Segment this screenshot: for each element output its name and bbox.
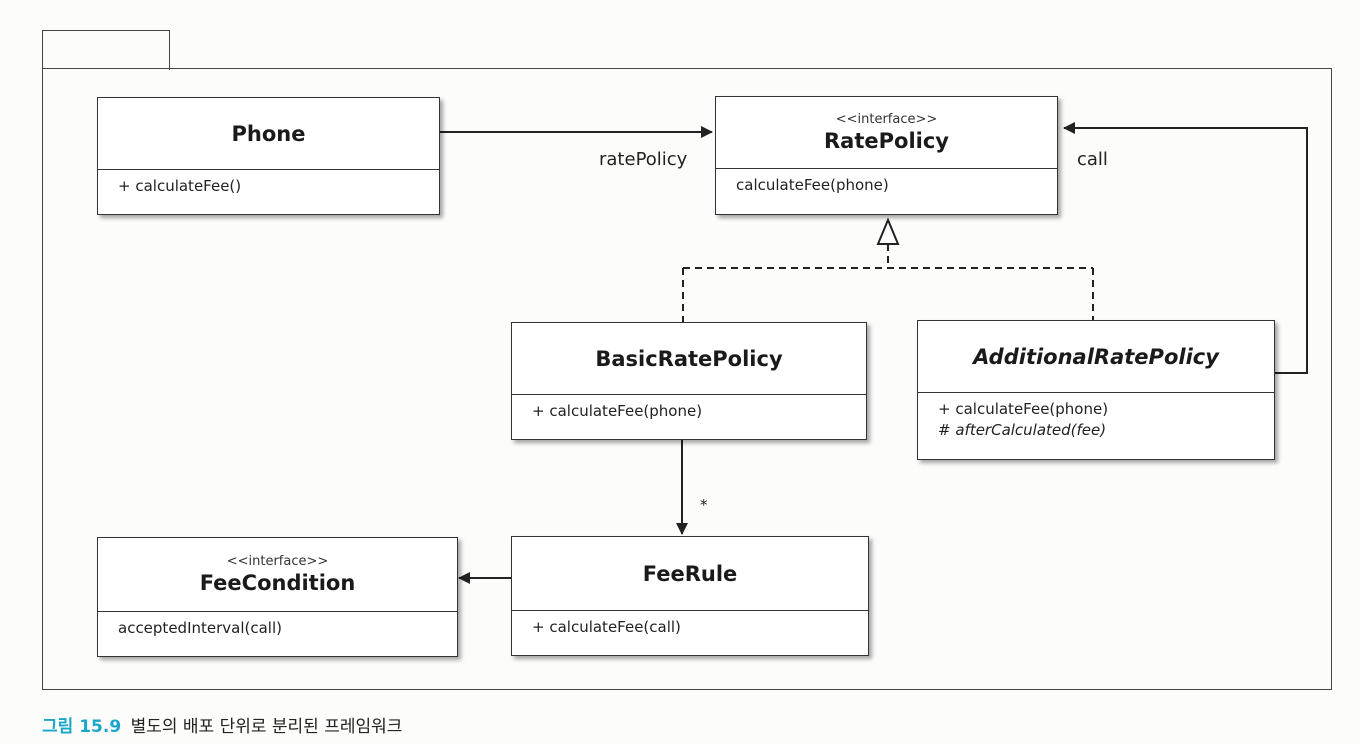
stereotype: <<interface>> xyxy=(226,554,329,569)
realization-edges xyxy=(682,244,1094,322)
class-fee-rule: FeeRule + calculateFee(call) xyxy=(511,536,869,656)
figure-caption-text: 별도의 배포 단위로 분리된 프레임워크 xyxy=(130,717,403,737)
stereotype: <<interface>> xyxy=(835,112,938,127)
class-rate-policy-operations: calculateFee(phone) xyxy=(716,169,1057,202)
class-fee-condition: <<interface>> FeeCondition acceptedInter… xyxy=(97,537,458,657)
class-name: BasicRatePolicy xyxy=(595,346,783,371)
package-tab xyxy=(42,30,170,70)
operation: + calculateFee(phone) xyxy=(938,400,1109,418)
rate-policy-role-label: ratePolicy xyxy=(599,149,688,170)
class-additional-rate-policy-header: AdditionalRatePolicy xyxy=(918,321,1274,393)
figure-caption: 그림 15.9 별도의 배포 단위로 분리된 프레임워크 xyxy=(42,712,402,737)
class-fee-condition-header: <<interface>> FeeCondition xyxy=(98,538,457,612)
class-basic-rate-policy-operations: + calculateFee(phone) xyxy=(512,395,866,428)
package-frame xyxy=(42,68,1332,690)
class-name: Phone xyxy=(231,121,306,146)
class-fee-condition-operations: acceptedInterval(call) xyxy=(98,612,457,645)
class-name: AdditionalRatePolicy xyxy=(973,344,1219,369)
class-name: RatePolicy xyxy=(824,129,949,153)
class-phone-header: Phone xyxy=(98,98,439,170)
operation: calculateFee(phone) xyxy=(736,176,889,194)
visibility-marker: # xyxy=(938,421,956,439)
operation-abstract: # afterCalculated(fee) xyxy=(938,420,1254,441)
multiplicity-label: * xyxy=(700,496,708,514)
class-fee-rule-header: FeeRule xyxy=(512,537,868,611)
class-basic-rate-policy-header: BasicRatePolicy xyxy=(512,323,866,395)
class-name: FeeCondition xyxy=(199,571,356,595)
class-phone: Phone + calculateFee() xyxy=(97,97,440,215)
figure-number: 그림 15.9 xyxy=(42,717,122,737)
class-rate-policy-header: <<interface>> RatePolicy xyxy=(716,97,1057,169)
class-additional-rate-policy: AdditionalRatePolicy + calculateFee(phon… xyxy=(917,320,1275,460)
class-basic-rate-policy: BasicRatePolicy + calculateFee(phone) xyxy=(511,322,867,440)
class-rate-policy: <<interface>> RatePolicy calculateFee(ph… xyxy=(715,96,1058,215)
class-name: FeeRule xyxy=(642,561,738,586)
realization-triangle xyxy=(876,217,900,245)
call-role-label: call xyxy=(1077,149,1108,170)
class-phone-operations: + calculateFee() xyxy=(98,170,439,203)
operation: + calculateFee() xyxy=(118,177,242,195)
additional-to-ratepolicy-call-edge xyxy=(1063,122,1308,374)
operation-name: afterCalculated(fee) xyxy=(955,421,1107,439)
operation: acceptedInterval(call) xyxy=(118,619,282,637)
operation: + calculateFee(call) xyxy=(532,618,681,636)
operation: + calculateFee(phone) xyxy=(532,402,703,420)
class-fee-rule-operations: + calculateFee(call) xyxy=(512,611,868,644)
class-additional-rate-policy-operations: + calculateFee(phone) # afterCalculated(… xyxy=(918,393,1274,447)
